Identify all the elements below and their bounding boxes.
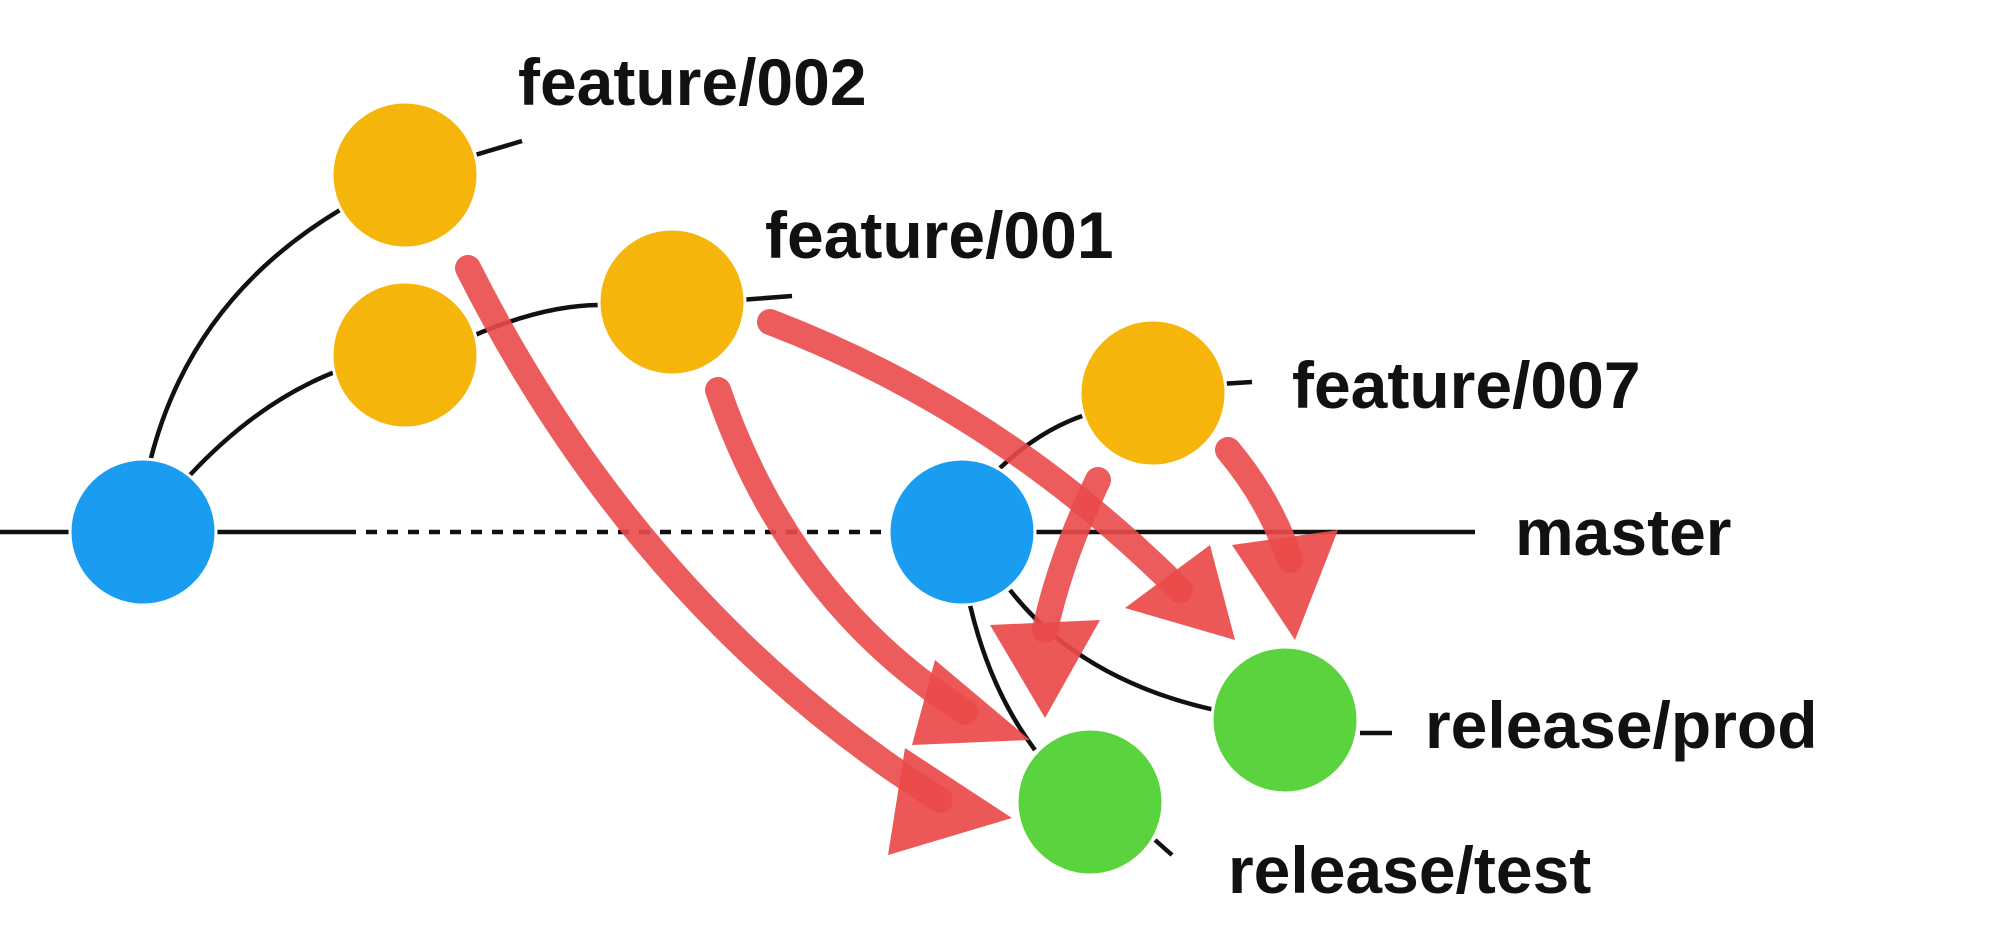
feature-001-branch-line: [188, 367, 341, 477]
feature-001-commit-node: [597, 227, 747, 377]
feature-007-label: feature/007: [1292, 348, 1641, 422]
commit-nodes: [68, 100, 1360, 877]
feature-001-label: feature/001: [765, 198, 1114, 272]
release-prod-label: release/prod: [1425, 688, 1818, 762]
feature-002-label: feature/002: [518, 45, 867, 119]
merge-arrow-head: [990, 620, 1100, 718]
master-commit-node: [887, 457, 1037, 607]
feature-007-commit-node: [1078, 318, 1228, 468]
feature-002-tick: [474, 138, 523, 158]
feature-001-commit-node: [330, 280, 480, 430]
master-commit-node: [68, 457, 218, 607]
feature-001-tick: [739, 293, 793, 303]
release-test-tick: [1153, 838, 1174, 857]
release-test-label: release/test: [1228, 833, 1591, 907]
release-prod-branch-line: [1008, 588, 1216, 713]
merge-arrow-head: [1232, 530, 1338, 640]
branch-labels: feature/002 feature/001 feature/007 mast…: [518, 45, 1818, 907]
merge-arrow-shaft: [1032, 467, 1111, 643]
merge-arrow-shaft: [455, 255, 953, 813]
merge-arrow-head: [888, 748, 1012, 855]
merge-arrow-shaft: [705, 377, 978, 725]
master-label: master: [1515, 495, 1731, 569]
feature-002-commit-node: [330, 100, 480, 250]
release-prod-commit-node: [1210, 645, 1360, 795]
merge-arrow-head: [1125, 545, 1235, 640]
merge-arrows: [455, 255, 1338, 855]
merge-arrow-head: [912, 660, 1030, 745]
release-test-commit-node: [1015, 727, 1165, 877]
feature-002-branch-line: [147, 208, 342, 463]
merge-arrow-shaft: [757, 309, 1193, 603]
